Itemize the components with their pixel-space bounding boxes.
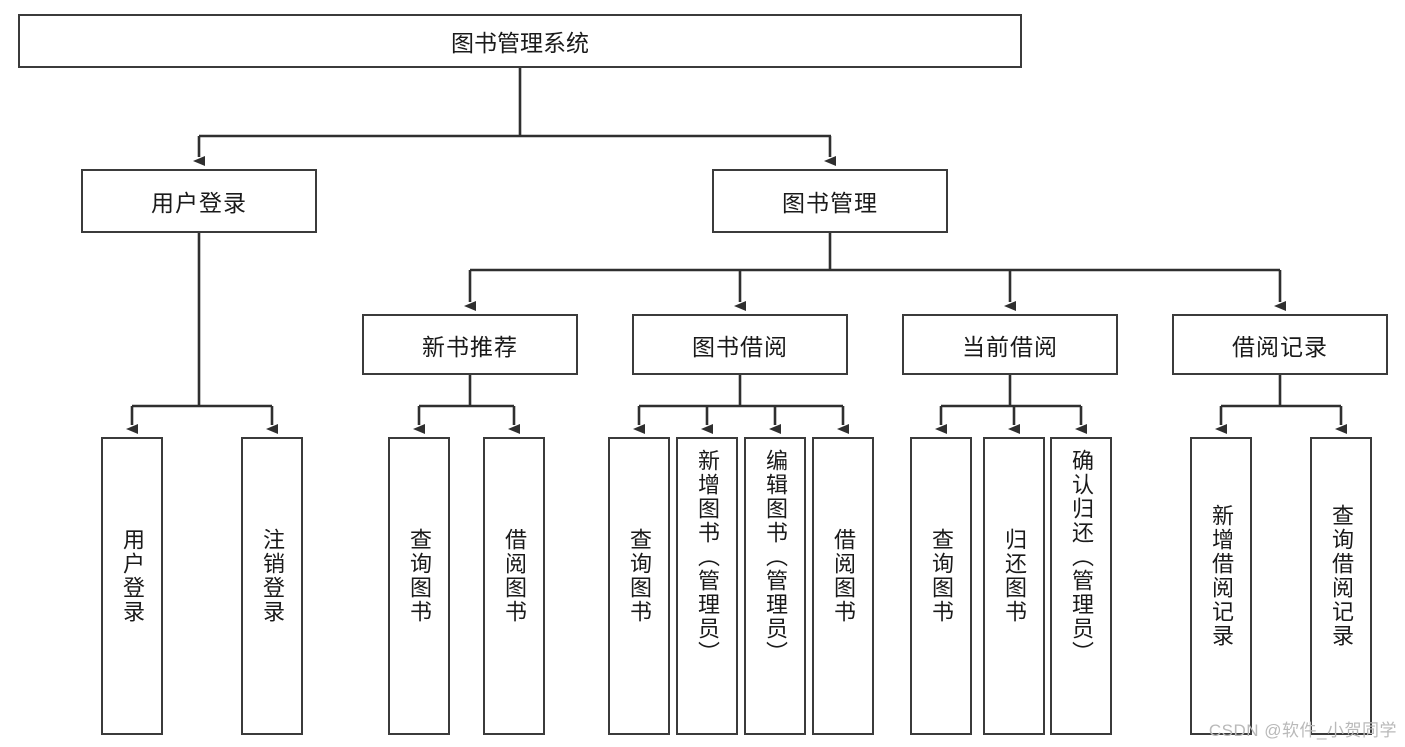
node-borrow-record-label: 借阅记录 [1232,333,1328,360]
leaf-borrow-book[interactable]: 借阅图书 [812,437,874,735]
node-book-borrow[interactable]: 图书借阅 [632,314,848,375]
leaf-edit-book-admin-label: 编辑图书（管理员） [762,449,788,665]
leaf-borrow-book-label: 借阅图书 [830,528,856,624]
node-borrow-record[interactable]: 借阅记录 [1172,314,1388,375]
leaf-user-logout-label: 注销登录 [259,528,285,624]
leaf-add-borrow-record-label: 新增借阅记录 [1208,504,1234,648]
watermark: CSDN @软件_小贺同学 [1208,721,1397,740]
leaf-query-book-recommend-label: 查询图书 [406,528,432,624]
leaf-borrow-book-recommend-label: 借阅图书 [501,528,527,624]
node-user-login-label: 用户登录 [151,190,247,216]
leaf-user-login[interactable]: 用户登录 [101,437,163,735]
leaf-add-borrow-record[interactable]: 新增借阅记录 [1190,437,1252,735]
leaf-query-book-borrow-label: 查询图书 [626,528,652,624]
node-book-management-label: 图书管理 [782,190,878,216]
leaf-edit-book-admin[interactable]: 编辑图书（管理员） [744,437,806,735]
node-current-borrow[interactable]: 当前借阅 [902,314,1118,375]
leaf-return-book-label: 归还图书 [1001,528,1027,624]
leaf-confirm-return-admin[interactable]: 确认归还（管理员） [1050,437,1112,735]
node-root[interactable]: 图书管理系统 [18,14,1022,68]
node-root-label: 图书管理系统 [451,30,589,56]
leaf-query-book-current-label: 查询图书 [928,528,954,624]
leaf-user-login-label: 用户登录 [119,528,145,624]
leaf-query-borrow-record[interactable]: 查询借阅记录 [1310,437,1372,735]
leaf-user-logout[interactable]: 注销登录 [241,437,303,735]
leaf-borrow-book-recommend[interactable]: 借阅图书 [483,437,545,735]
leaf-confirm-return-admin-label: 确认归还（管理员） [1068,449,1094,665]
node-new-book-recommend-label: 新书推荐 [422,333,518,360]
leaf-query-borrow-record-label: 查询借阅记录 [1328,504,1354,648]
leaf-return-book[interactable]: 归还图书 [983,437,1045,735]
leaf-add-book-admin-label: 新增图书（管理员） [694,449,720,665]
node-user-login[interactable]: 用户登录 [81,169,317,233]
node-new-book-recommend[interactable]: 新书推荐 [362,314,578,375]
node-book-management[interactable]: 图书管理 [712,169,948,233]
leaf-query-book-current[interactable]: 查询图书 [910,437,972,735]
leaf-query-book-recommend[interactable]: 查询图书 [388,437,450,735]
node-book-borrow-label: 图书借阅 [692,333,788,360]
node-current-borrow-label: 当前借阅 [962,333,1058,360]
leaf-query-book-borrow[interactable]: 查询图书 [608,437,670,735]
leaf-add-book-admin[interactable]: 新增图书（管理员） [676,437,738,735]
